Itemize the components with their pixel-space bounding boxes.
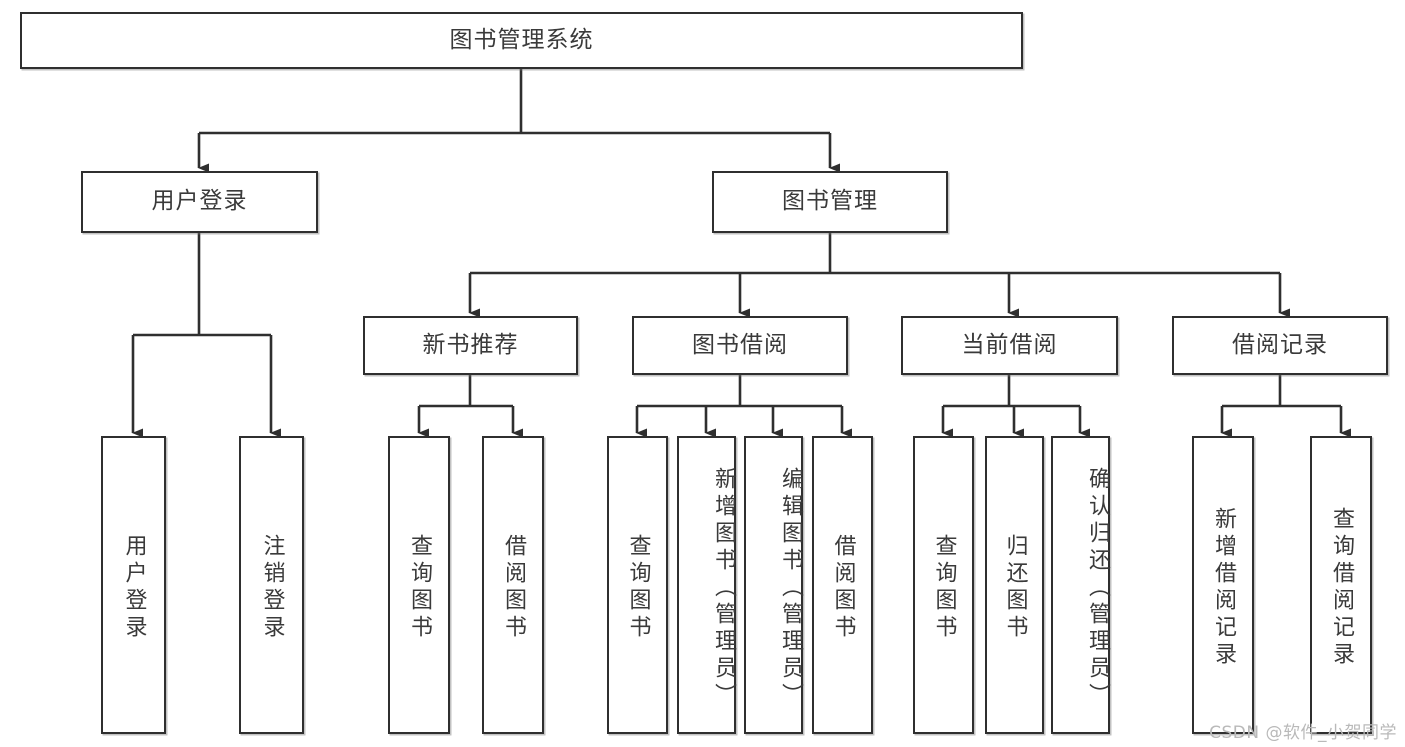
leaf-query-book-rec[interactable]: 查询图书 xyxy=(388,436,450,734)
node-book-borrow[interactable]: 图书借阅 xyxy=(632,316,848,375)
leaf-confirm-return-label: 确认归还（管理员） xyxy=(1085,466,1110,710)
leaf-add-book[interactable]: 新增图书（管理员） xyxy=(677,436,736,734)
leaf-return-book[interactable]: 归还图书 xyxy=(985,436,1044,734)
leaf-user-login[interactable]: 用户登录 xyxy=(101,436,166,734)
leaf-logout-label: 注销登录 xyxy=(259,534,285,642)
leaf-query-book-borrow-label: 查询图书 xyxy=(625,534,651,642)
leaf-borrow-book-label: 借阅图书 xyxy=(830,534,856,642)
node-current-borrow-label: 当前借阅 xyxy=(961,331,1058,358)
node-borrow-record-label: 借阅记录 xyxy=(1232,331,1328,358)
node-book-manage-label: 图书管理 xyxy=(782,188,878,215)
node-new-book-recommend[interactable]: 新书推荐 xyxy=(363,316,578,375)
node-user-login[interactable]: 用户登录 xyxy=(81,171,318,233)
leaf-borrow-book-rec-label: 借阅图书 xyxy=(501,534,526,642)
node-user-login-label: 用户登录 xyxy=(151,188,248,215)
node-book-manage[interactable]: 图书管理 xyxy=(712,171,948,233)
leaf-query-book-current-label: 查询图书 xyxy=(931,534,957,642)
leaf-user-login-label: 用户登录 xyxy=(121,534,147,642)
node-borrow-record[interactable]: 借阅记录 xyxy=(1172,316,1388,375)
leaf-query-record-label: 查询借阅记录 xyxy=(1329,507,1354,669)
leaf-confirm-return[interactable]: 确认归还（管理员） xyxy=(1051,436,1110,734)
leaf-query-record[interactable]: 查询借阅记录 xyxy=(1310,436,1372,734)
leaf-query-book-rec-label: 查询图书 xyxy=(407,534,432,642)
leaf-add-book-label: 新增图书（管理员） xyxy=(711,466,736,710)
leaf-query-book-current[interactable]: 查询图书 xyxy=(913,436,974,734)
leaf-query-book-borrow[interactable]: 查询图书 xyxy=(607,436,668,734)
leaf-edit-book-label: 编辑图书（管理员） xyxy=(778,466,803,710)
node-root[interactable]: 图书管理系统 xyxy=(20,12,1023,69)
leaf-borrow-book[interactable]: 借阅图书 xyxy=(812,436,873,734)
leaf-return-book-label: 归还图书 xyxy=(1002,534,1028,642)
node-new-book-recommend-label: 新书推荐 xyxy=(422,331,519,358)
node-root-label: 图书管理系统 xyxy=(449,26,594,53)
leaf-add-record-label: 新增借阅记录 xyxy=(1211,507,1236,669)
node-book-borrow-label: 图书借阅 xyxy=(692,331,788,358)
node-current-borrow[interactable]: 当前借阅 xyxy=(901,316,1118,375)
leaf-add-record[interactable]: 新增借阅记录 xyxy=(1192,436,1254,734)
leaf-borrow-book-rec[interactable]: 借阅图书 xyxy=(482,436,544,734)
leaf-logout[interactable]: 注销登录 xyxy=(239,436,304,734)
leaf-edit-book[interactable]: 编辑图书（管理员） xyxy=(744,436,803,734)
